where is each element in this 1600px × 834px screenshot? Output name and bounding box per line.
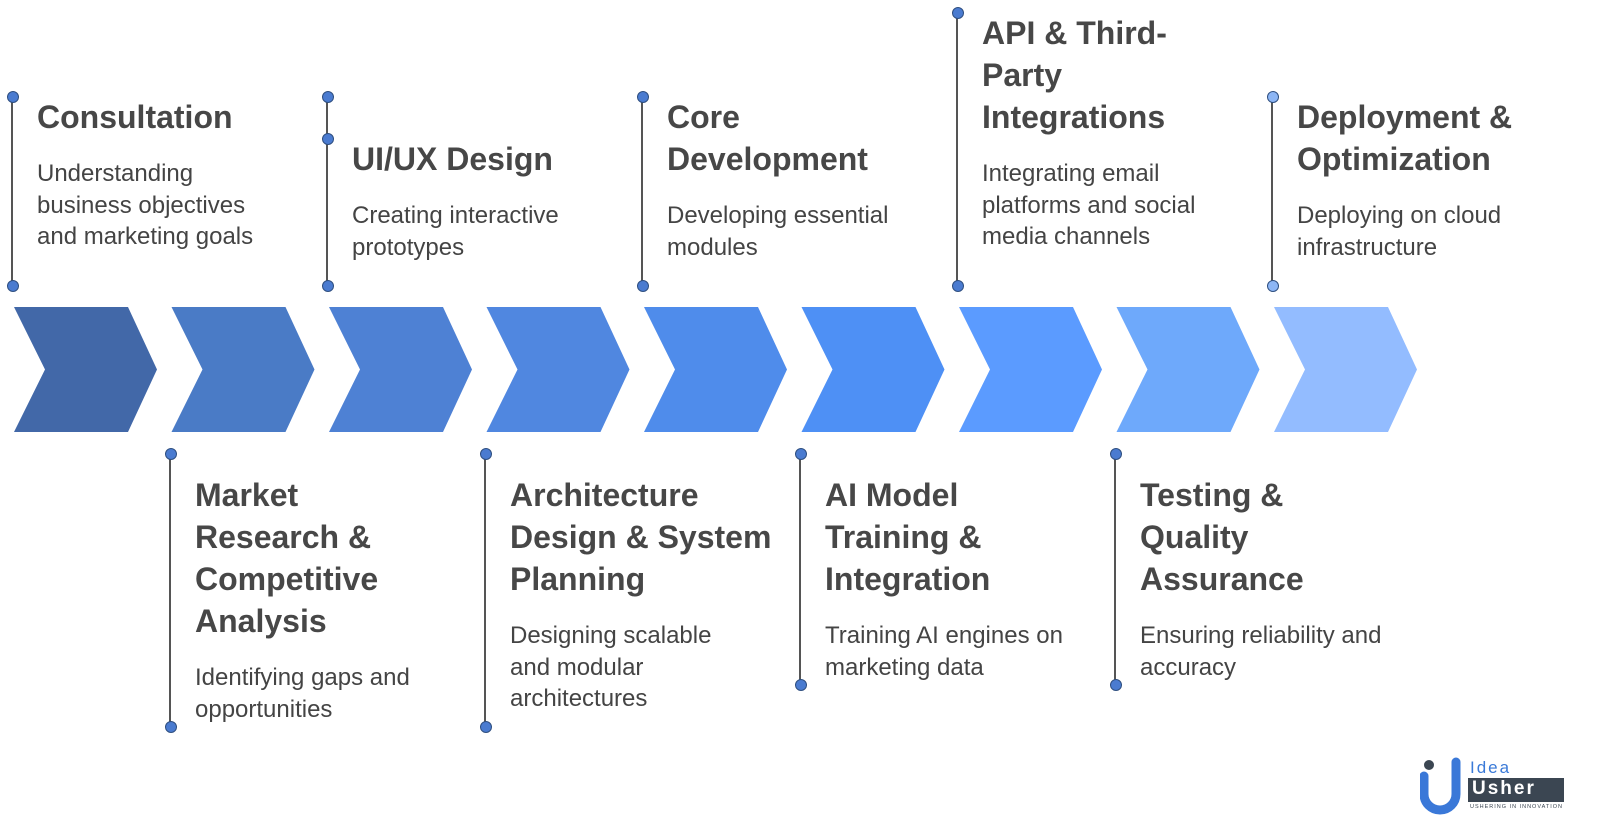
step-ai-model-training: AI Model Training & Integration Training…	[825, 474, 1095, 683]
connector-line	[11, 96, 13, 285]
connector-dot	[322, 280, 334, 292]
chevron-step-9	[1274, 307, 1417, 432]
connector-dot	[322, 133, 334, 145]
step-title: Architecture Design & System Planning	[510, 477, 772, 597]
connector-dot	[952, 7, 964, 19]
step-title: Market Research & Competitive Analysis	[195, 477, 379, 639]
connector-dot	[165, 448, 177, 460]
connector-dot	[165, 721, 177, 733]
step-description: Ensuring reliability and accuracy	[1140, 622, 1382, 681]
step-description: Designing scalable and modular architect…	[510, 622, 712, 712]
connector-dot	[480, 721, 492, 733]
step-title: Consultation	[37, 99, 233, 135]
connector-line	[326, 96, 328, 285]
chevron-step-5	[644, 307, 787, 432]
step-api-integrations: API & Third-Party Integrations Integrati…	[982, 12, 1242, 253]
step-description: Understanding business objectives and ma…	[37, 160, 254, 250]
step-title: Testing & Quality Assurance	[1140, 477, 1304, 597]
logo-mark-icon	[1420, 757, 1461, 815]
connector-dot	[480, 448, 492, 460]
idea-usher-logo: Idea Usher USHERING IN INNOVATION	[1420, 756, 1565, 816]
logo-text-idea: Idea	[1470, 758, 1512, 777]
connector-line	[641, 96, 643, 285]
connector-dot	[1110, 448, 1122, 460]
chevron-step-8	[1116, 307, 1260, 432]
connector-dot	[1267, 91, 1279, 103]
step-description: Integrating email platforms and social m…	[982, 160, 1196, 250]
connector-line	[169, 453, 171, 726]
step-ui-ux-design: UI/UX Design Creating interactive protot…	[352, 138, 612, 263]
connector-dot	[1110, 679, 1122, 691]
connector-line	[799, 453, 801, 684]
connector-dot	[7, 280, 19, 292]
connector-dot	[1267, 280, 1279, 292]
connector-dot	[637, 280, 649, 292]
step-architecture-design: Architecture Design & System Planning De…	[510, 474, 790, 715]
step-title: API & Third-Party Integrations	[982, 15, 1167, 135]
connector-dot	[952, 280, 964, 292]
step-description: Deploying on cloud infrastructure	[1297, 202, 1502, 261]
connector-dot	[7, 91, 19, 103]
connector-dot	[795, 679, 807, 691]
step-description: Developing essential modules	[667, 202, 889, 261]
step-description: Creating interactive prototypes	[352, 202, 559, 261]
chevron-step-2	[171, 307, 315, 432]
step-title: AI Model Training & Integration	[825, 477, 991, 597]
step-core-development: Core Development Developing essential mo…	[667, 96, 917, 263]
step-description: Training AI engines on marketing data	[825, 622, 1063, 681]
chevron-step-1	[14, 307, 157, 432]
chevron-step-4	[486, 307, 630, 432]
step-market-research: Market Research & Competitive Analysis I…	[195, 474, 455, 725]
connector-dot	[322, 91, 334, 103]
step-consultation: Consultation Understanding business obje…	[37, 96, 297, 253]
step-description: Identifying gaps and opportunities	[195, 664, 410, 723]
step-title: Deployment & Optimization	[1297, 99, 1513, 177]
step-testing-qa: Testing & Quality Assurance Ensuring rel…	[1140, 474, 1420, 683]
connector-line	[956, 12, 958, 285]
step-title: Core Development	[667, 99, 868, 177]
connector-line	[484, 453, 486, 726]
step-title: UI/UX Design	[352, 141, 553, 177]
logo-text-usher: Usher	[1468, 778, 1564, 802]
chevron-step-6	[801, 307, 945, 432]
connector-line	[1271, 96, 1273, 285]
chevron-step-3	[329, 307, 472, 432]
connector-line	[1114, 453, 1116, 684]
chevron-step-7	[959, 307, 1102, 432]
logo-tagline: USHERING IN INNOVATION	[1470, 804, 1563, 810]
connector-dot	[637, 91, 649, 103]
step-deployment: Deployment & Optimization Deploying on c…	[1297, 96, 1577, 263]
connector-dot	[795, 448, 807, 460]
